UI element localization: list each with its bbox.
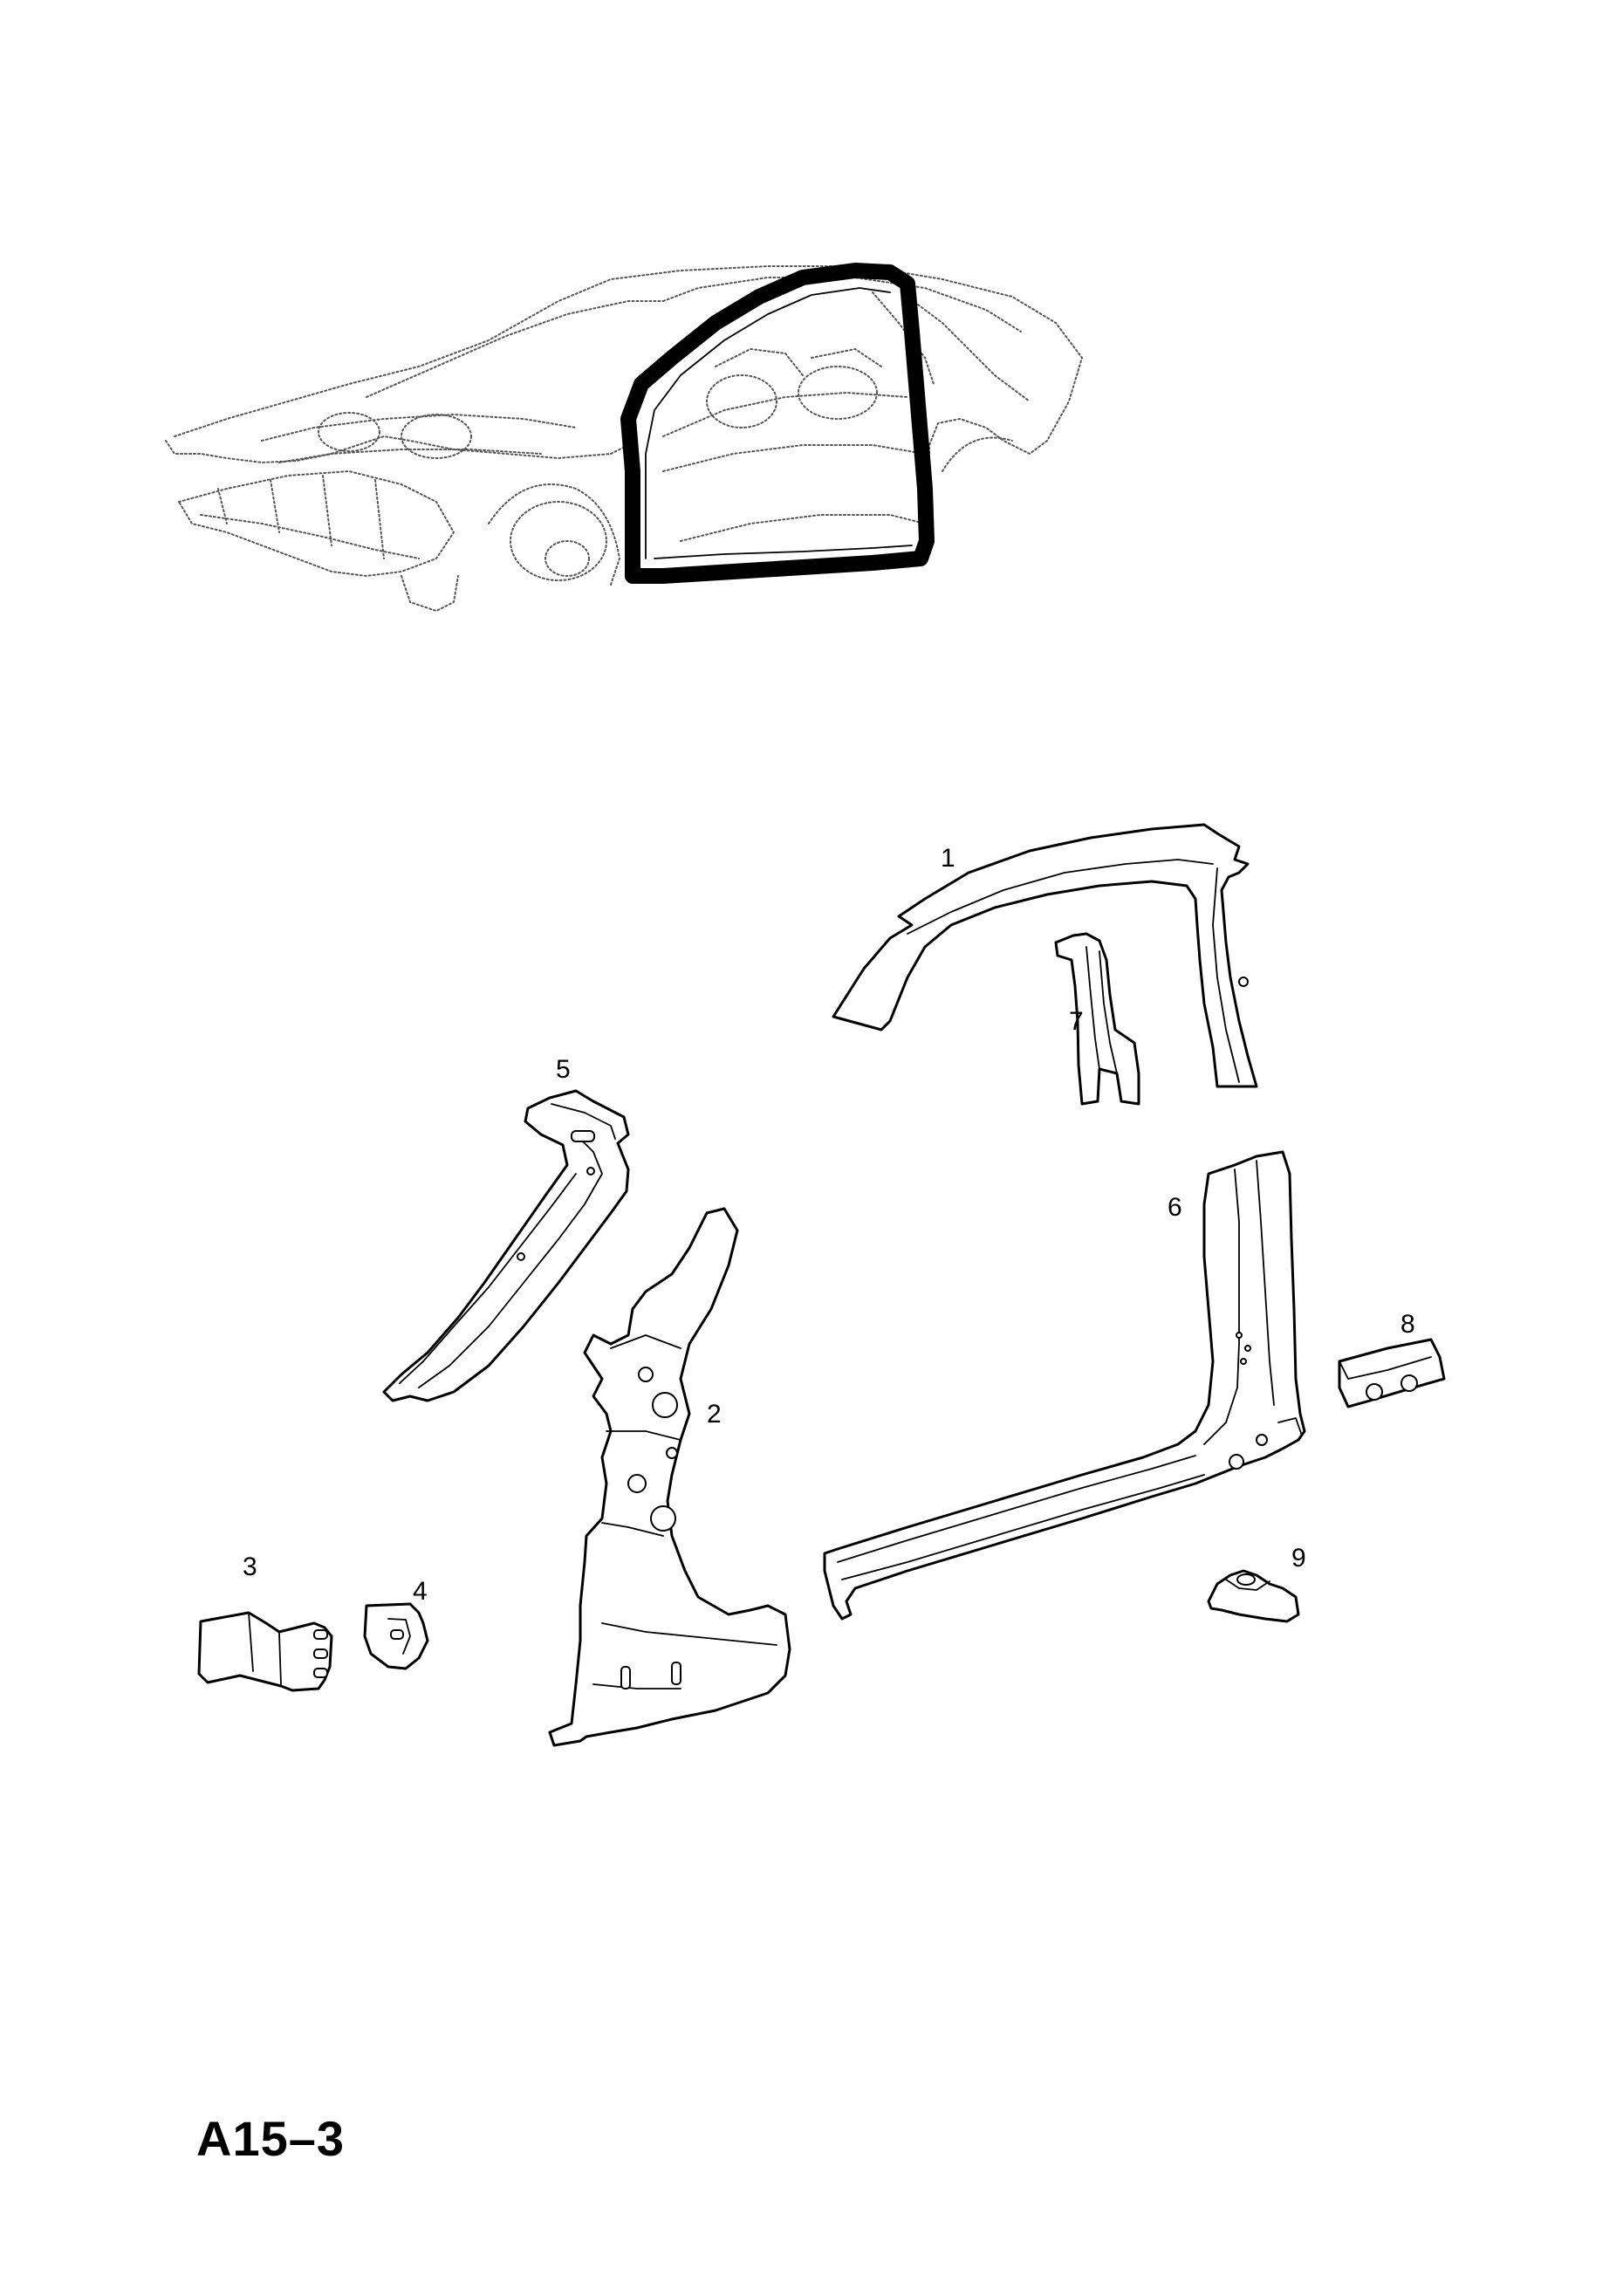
part-7-pillar-reinforcement — [1054, 932, 1140, 1106]
label-part-7: 7 — [1069, 1007, 1084, 1036]
label-part-8: 8 — [1400, 1310, 1415, 1339]
label-part-5: 5 — [556, 1055, 571, 1084]
label-part-4: 4 — [413, 1577, 428, 1606]
part-4-clip — [363, 1602, 429, 1670]
part-5-a-pillar-upper — [382, 1089, 630, 1402]
part-labels: 1 2 3 4 5 6 7 8 9 — [243, 844, 1415, 1606]
part-9-grommet — [1207, 1569, 1300, 1623]
label-part-1: 1 — [941, 844, 955, 873]
label-part-3: 3 — [243, 1552, 257, 1581]
part-8-bracket — [1338, 1338, 1446, 1408]
label-part-6: 6 — [1168, 1193, 1182, 1222]
part-2-a-pillar-lower — [548, 1207, 791, 1747]
label-part-9: 9 — [1291, 1544, 1306, 1573]
car-body-overview — [165, 263, 1083, 612]
part-3-hinge-bracket — [197, 1611, 333, 1692]
label-part-2: 2 — [707, 1400, 722, 1429]
page-code: A15–3 — [196, 2111, 346, 2166]
part-6-rocker-sill-b-pillar — [823, 1150, 1306, 1621]
part-1-roof-rail — [832, 823, 1258, 1088]
